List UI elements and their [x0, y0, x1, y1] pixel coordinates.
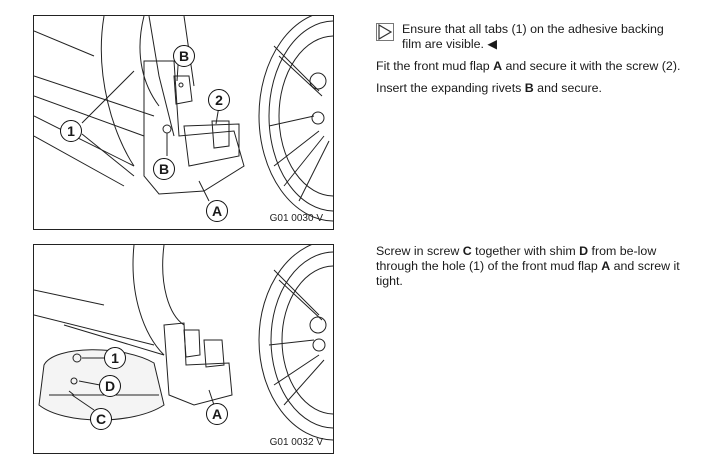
- callout-1: 1: [104, 347, 126, 369]
- instruction-fit-flap: Fit the front mud flap A and secure it w…: [376, 59, 681, 73]
- note-triangle-icon: [376, 23, 394, 41]
- callout-c: C: [90, 408, 112, 430]
- callout-d: D: [99, 375, 121, 397]
- end-marker-icon: ◀: [483, 37, 497, 51]
- figure-code: G01 0032 V: [269, 437, 323, 448]
- figure-code: G01 0030 V: [269, 213, 323, 224]
- instruction-insert-rivets: Insert the expanding rivets B and secure…: [376, 81, 602, 95]
- step-2-instructions: Screw in screw C together with shim D fr…: [376, 244, 686, 296]
- callout-a: A: [206, 403, 228, 425]
- note-text: Ensure that all tabs (1) on the adhesive…: [402, 22, 664, 51]
- screw-shim-illustration: [34, 245, 333, 441]
- step-1-instructions: Ensure that all tabs (1) on the adhesive…: [376, 22, 686, 103]
- figure-screw-shim: 1 D C A G01 0032 V: [33, 244, 334, 454]
- callout-b-bottom: B: [153, 158, 175, 180]
- note: Ensure that all tabs (1) on the adhesive…: [376, 22, 686, 52]
- callout-b-top: B: [173, 45, 195, 67]
- instruction-screw-in: Screw in screw C together with shim D fr…: [376, 244, 680, 288]
- callout-1: 1: [60, 120, 82, 142]
- callout-2: 2: [208, 89, 230, 111]
- callout-a: A: [206, 200, 228, 222]
- figure-mud-flap-fitting: B 2 1 B A G01 0030 V: [33, 15, 334, 230]
